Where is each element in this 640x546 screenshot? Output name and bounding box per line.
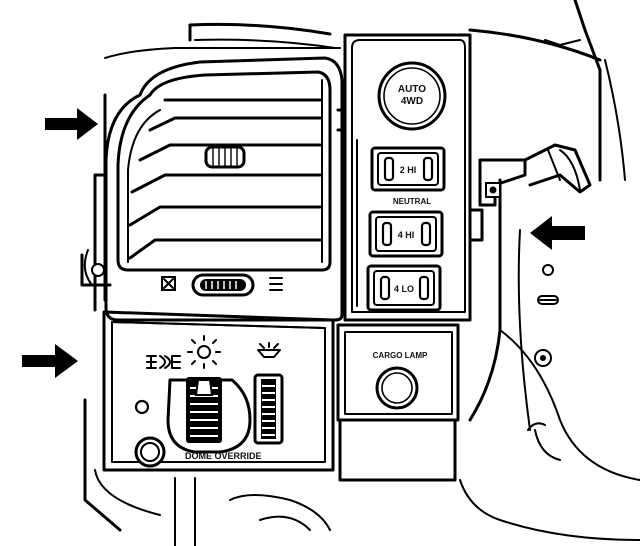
air-vent-louvers — [128, 98, 322, 260]
dome-override-button[interactable] — [134, 436, 166, 468]
auto-4wd-label-line2: 4WD — [401, 96, 423, 107]
neutral-label: NEUTRAL — [393, 197, 431, 206]
two-hi-button[interactable] — [370, 146, 446, 192]
auto-4wd-button[interactable] — [377, 61, 447, 131]
instrument-dimmer-wheel[interactable] — [253, 373, 284, 445]
parking-lamp-sun-icon — [187, 335, 221, 369]
headlamp-symbol-icon — [146, 355, 181, 369]
transfer-case-panel — [336, 33, 484, 322]
indicator-lamp — [134, 399, 150, 415]
arrow-pointer-headlamp — [22, 344, 78, 378]
air-vent-panel — [104, 56, 344, 322]
arrow-pointer-vent — [45, 108, 98, 140]
cargo-lamp-button[interactable] — [375, 366, 419, 410]
two-hi-label: 2 HI — [400, 165, 417, 175]
dome-override-label: DOME OVERRIDE — [185, 451, 262, 461]
cargo-lamp-label: CARGO LAMP — [373, 351, 428, 360]
arrow-pointer-transfer-case — [530, 216, 585, 250]
four-lo-label: 4 LO — [394, 284, 414, 294]
dash-background-lines — [83, 0, 640, 546]
four-hi-label: 4 HI — [398, 230, 415, 240]
headlamp-switch-panel — [102, 310, 335, 472]
panel-mount-tab-left — [80, 253, 112, 287]
headlamp-rotary-knob[interactable] — [166, 377, 252, 454]
four-hi-button[interactable] — [368, 210, 444, 258]
vent-center-knob[interactable] — [204, 145, 246, 169]
auto-4wd-label-line1: AUTO — [398, 84, 426, 95]
dome-lamp-icon — [257, 342, 281, 358]
four-lo-button[interactable] — [366, 264, 442, 312]
steering-column-bracket — [478, 143, 592, 431]
cargo-lamp-panel — [336, 323, 460, 482]
vent-shutoff-wheel[interactable] — [161, 273, 283, 297]
